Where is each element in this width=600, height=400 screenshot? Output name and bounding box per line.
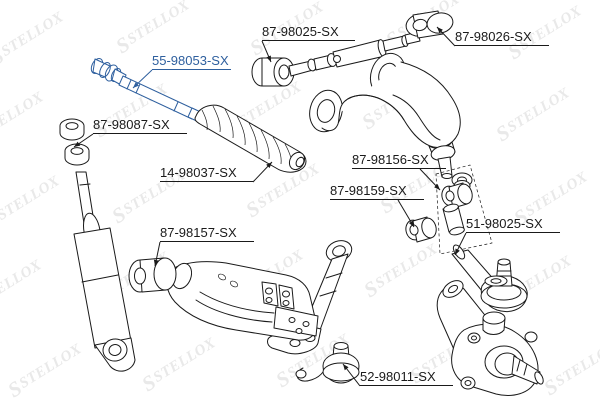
callout-tie-rod-axial[interactable]: 55-98053-SX: [152, 53, 231, 70]
callout-tie-rod-end[interactable]: 51-98025-SX: [466, 216, 560, 233]
callout-underline: [152, 69, 231, 70]
part-upper-arm-bush-front: [251, 57, 295, 87]
callout-stabilizer-bush[interactable]: 87-98087-SX: [93, 117, 187, 134]
callout-underline: [455, 45, 549, 46]
callout-part-number: 87-98025-SX: [262, 24, 339, 39]
callout-control-arm-bush-lower[interactable]: 87-98157-SX: [160, 225, 254, 242]
part-stabilizer-bush-lower: [64, 143, 90, 166]
callout-part-number: 87-98087-SX: [93, 117, 170, 132]
part-upper-arm-bush-rear: [405, 10, 454, 39]
callout-underline: [352, 168, 446, 169]
callout-underline: [160, 241, 254, 242]
part-steering-gear-boot: [194, 104, 307, 173]
part-idler-arm-bush-assembly: [405, 164, 493, 255]
callout-part-number: 14-98037-SX: [160, 165, 237, 180]
callout-part-number: 87-98157-SX: [160, 225, 237, 240]
part-lower-control-arm: [166, 261, 319, 341]
callout-control-arm-bush-upper-front[interactable]: 87-98025-SX: [262, 24, 355, 41]
callout-idler-arm-bush-upper[interactable]: 87-98156-SX: [352, 152, 446, 169]
callout-underline: [93, 133, 187, 134]
callout-underline: [360, 385, 453, 386]
callout-underline: [330, 199, 424, 200]
callout-steering-gear-boot[interactable]: 14-98037-SX: [160, 165, 253, 182]
callout-underline: [160, 181, 253, 182]
callout-part-number: 87-98159-SX: [330, 183, 407, 198]
callout-part-number: 55-98053-SX: [152, 53, 229, 68]
callout-control-arm-bush-upper-rear[interactable]: 87-98026-SX: [455, 29, 549, 46]
part-stabilizer-bush-upper: [59, 118, 85, 141]
callout-part-number: 87-98026-SX: [455, 29, 532, 44]
callout-ball-joint-lower[interactable]: 52-98011-SX: [360, 369, 453, 386]
part-lower-arm-bush: [128, 257, 177, 293]
callout-part-number: 87-98156-SX: [352, 152, 429, 167]
callout-idler-arm-bush-lower[interactable]: 87-98159-SX: [330, 183, 424, 200]
callout-part-number: 52-98011-SX: [360, 369, 436, 384]
callout-part-number: 51-98025-SX: [466, 216, 543, 231]
part-shock-absorber: [73, 171, 136, 372]
callout-underline: [262, 40, 355, 41]
part-steering-knuckle: [436, 275, 544, 396]
callout-underline: [466, 232, 560, 233]
part-upper-control-arm: [309, 52, 461, 179]
